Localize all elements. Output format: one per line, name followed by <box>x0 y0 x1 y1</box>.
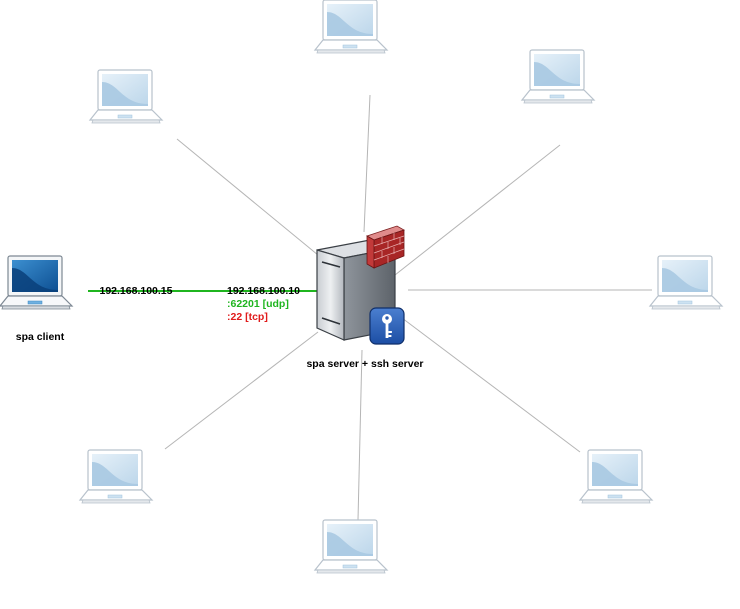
udp-port-label: :62201 [udp] <box>227 298 289 310</box>
peer-laptop-top-left <box>89 69 163 124</box>
spa-client-laptop-icon <box>0 255 73 310</box>
edge-top-right <box>394 144 561 276</box>
peer-laptop-right <box>649 255 723 310</box>
peer-edges <box>164 94 652 521</box>
edge-bottom-left <box>164 331 319 450</box>
edge-top <box>363 94 371 233</box>
peer-laptop-top <box>314 0 388 54</box>
client-ip-label: 192.168.100.15 <box>99 285 173 297</box>
edge-bottom <box>357 349 363 521</box>
tcp-port-label: :22 [tcp] <box>227 311 268 323</box>
peer-laptop-top-right <box>521 49 595 104</box>
edge-bottom-right <box>401 317 581 453</box>
server-ip-label: 192.168.100.10 <box>227 285 300 297</box>
peer-laptop-bottom-right <box>579 449 653 504</box>
client-label: spa client <box>15 331 65 343</box>
peer-laptop-bottom-left <box>79 449 153 504</box>
firewall-icon <box>366 225 405 269</box>
edge-top-left <box>176 138 319 256</box>
peer-laptop-bottom <box>314 519 388 574</box>
key-icon <box>369 307 405 345</box>
server-label: spa server + ssh server <box>306 358 424 370</box>
